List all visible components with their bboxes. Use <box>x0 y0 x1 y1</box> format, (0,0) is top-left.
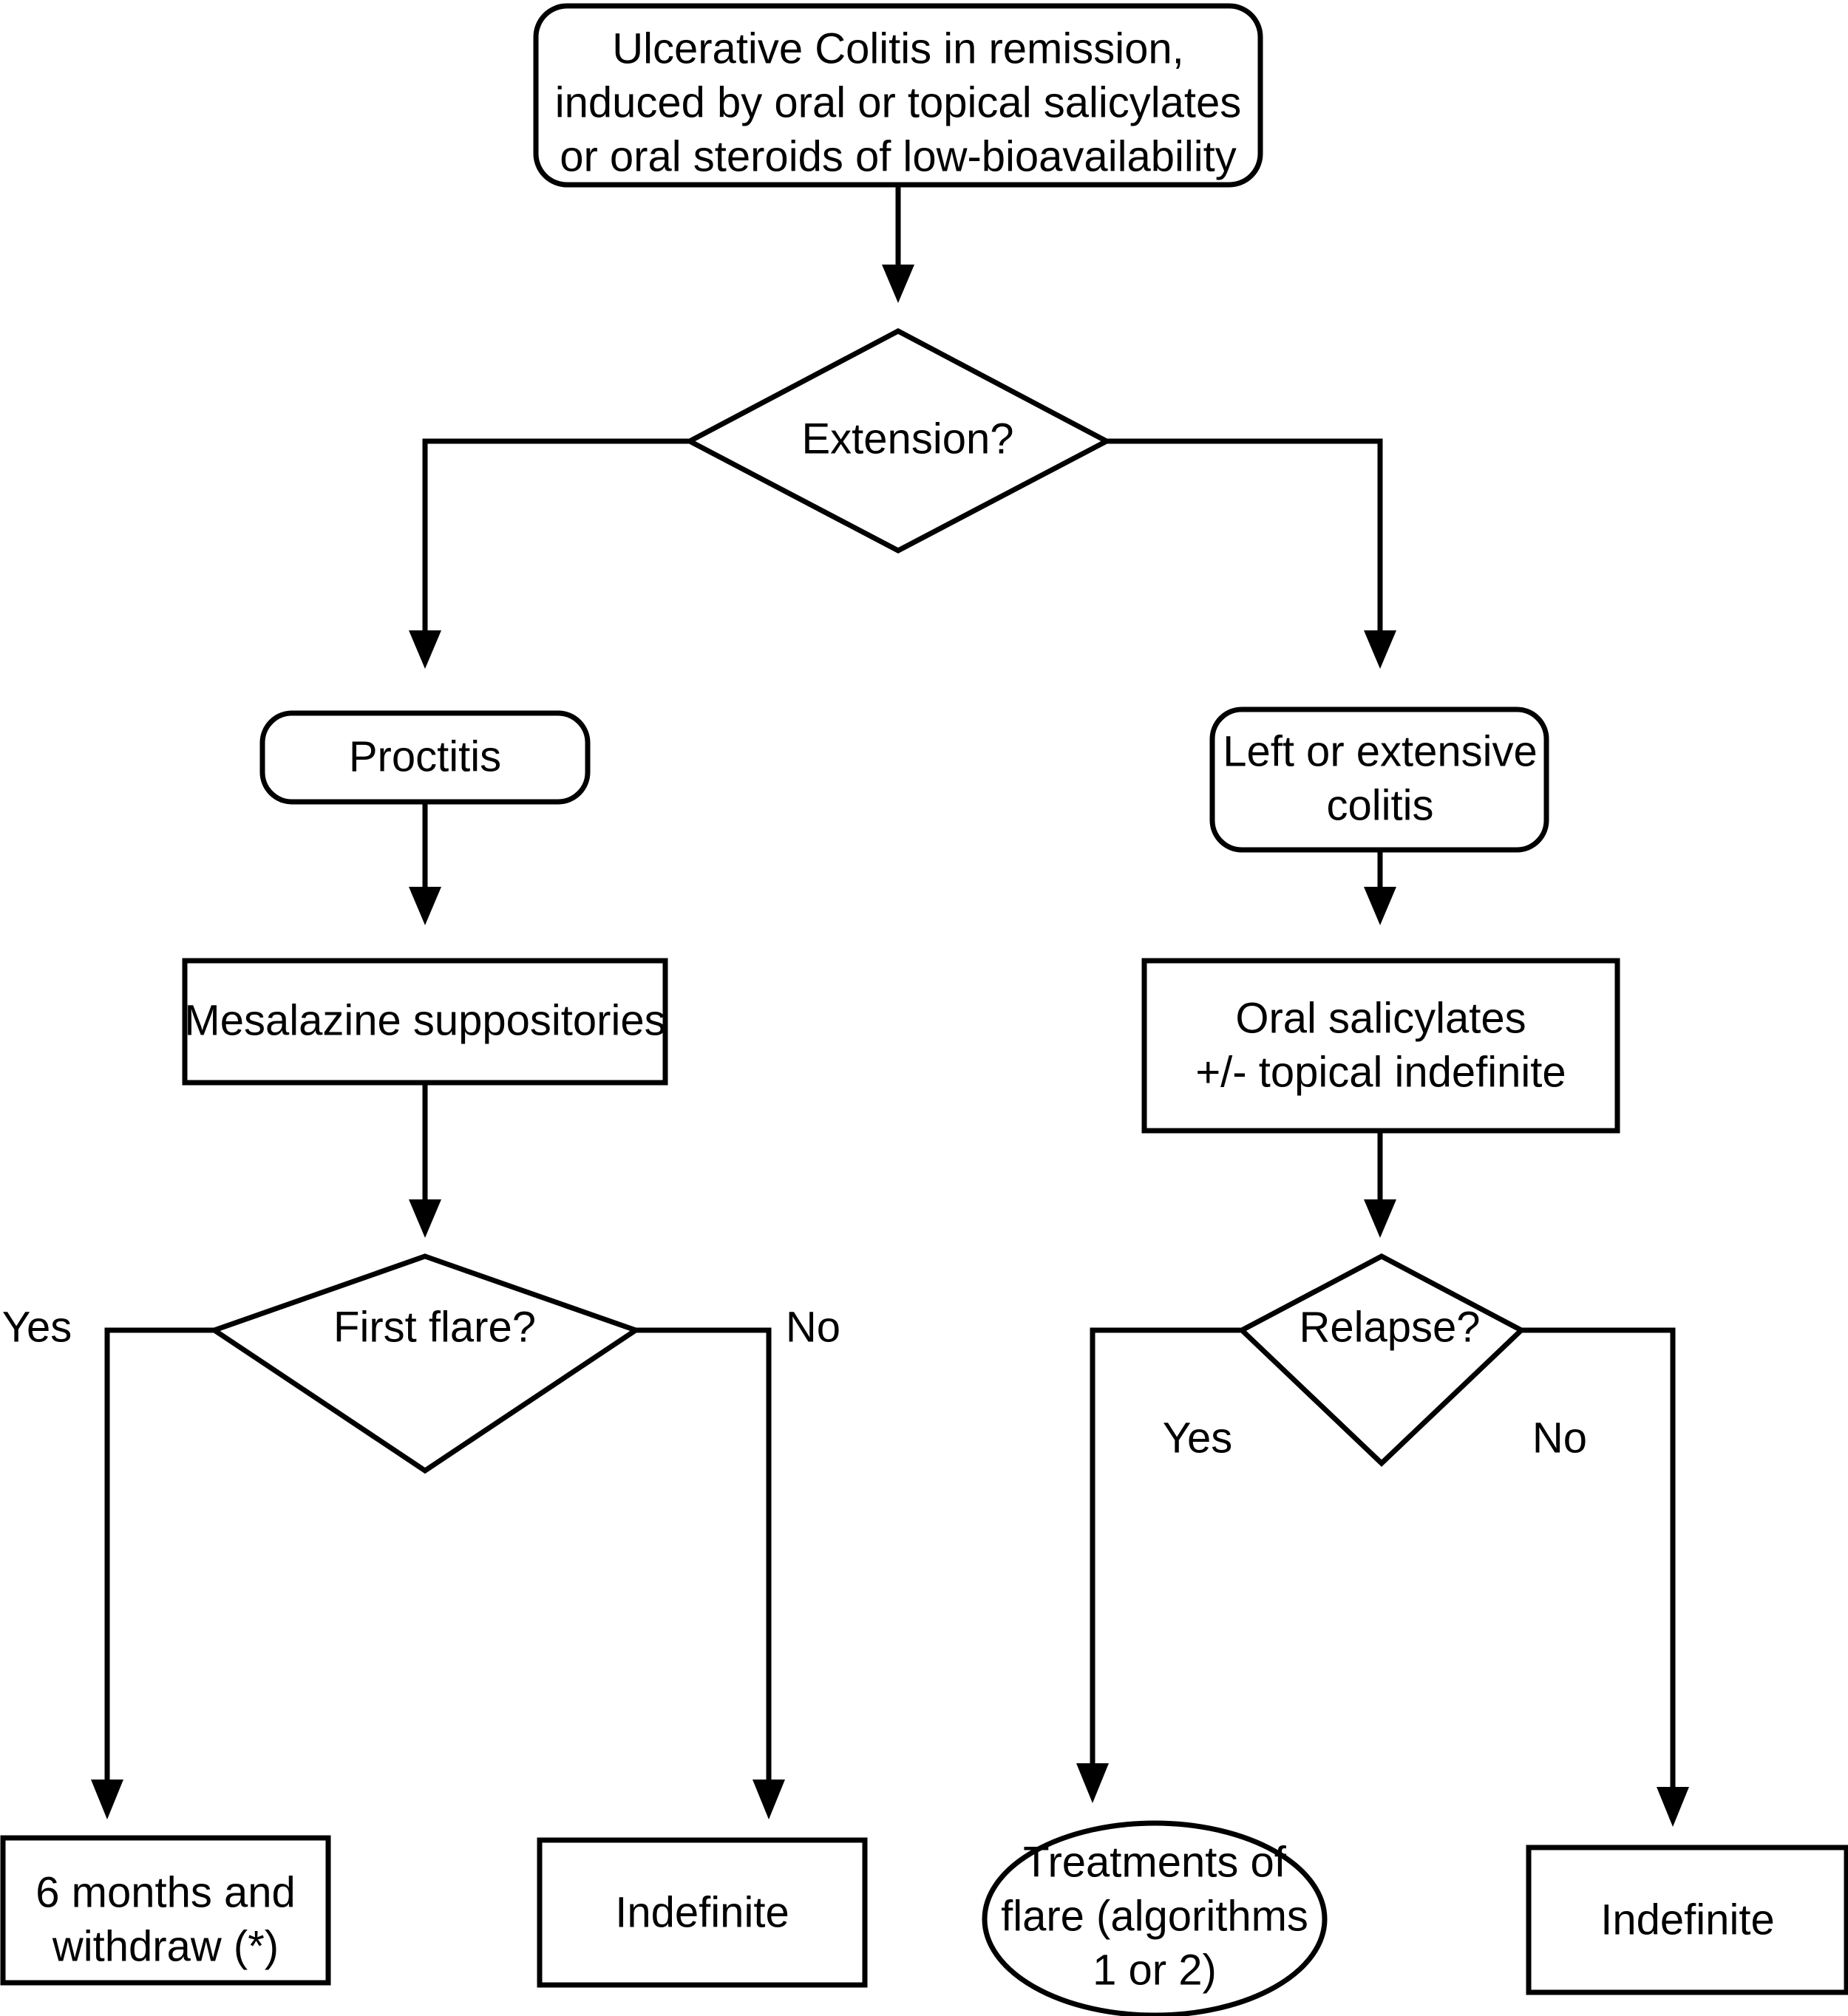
node-extension-decision-shape <box>684 328 1112 554</box>
node-proctitis[interactable]: Proctitis <box>259 710 591 805</box>
edge-first-flare-yes <box>91 1327 214 1819</box>
node-extension-decision-label: Extension? <box>802 415 1014 463</box>
edge-extension-to-proctitis <box>409 438 690 669</box>
node-six-months-withdraw[interactable]: 6 months and withdraw (*) <box>0 1835 331 1986</box>
node-six-months-withdraw-line-2: withdraw (*) <box>52 1922 279 1970</box>
node-start-line-3: or oral steroids of low-bioavailability <box>560 132 1237 180</box>
node-indefinite-left-label: Indefinite <box>615 1888 789 1936</box>
node-six-months-withdraw-line-1: 6 months and <box>35 1868 295 1916</box>
node-oral-salicylates[interactable]: Oral salicylates +/- topical indefinite <box>1141 958 1620 1134</box>
node-start-line-1: Ulcerative Colitis in remission, <box>612 24 1184 72</box>
node-start-line-2: induced by oral or topical salicylates <box>555 78 1241 126</box>
edge-relapse-yes <box>1076 1327 1242 1803</box>
edge-oral-salicylates-to-relapse <box>1364 1131 1396 1238</box>
node-left-extensive-colitis-shape <box>1209 706 1549 853</box>
node-first-flare-decision-shape <box>208 1253 642 1474</box>
arrow-head-icon <box>1076 1763 1109 1803</box>
node-first-flare-decision[interactable]: First flare? <box>208 1253 642 1474</box>
node-first-flare-decision-label: First flare? <box>333 1303 536 1351</box>
node-start[interactable]: Ulcerative Colitis in remission, induced… <box>533 3 1263 188</box>
arrow-head-icon <box>1364 630 1396 669</box>
edge-first-flare-no <box>636 1327 785 1819</box>
edge-label-relapse-no: No <box>1532 1414 1587 1462</box>
arrow-head-icon <box>409 630 441 669</box>
node-relapse-decision-shape <box>1237 1253 1526 1467</box>
node-treatments-of-flare-line-2: flare (algorithms <box>1001 1892 1308 1940</box>
arrow-head-icon <box>753 1780 785 1819</box>
node-proctitis-shape <box>259 710 591 805</box>
arrow-head-icon <box>1364 1199 1396 1238</box>
edge-extension-to-left-extensive-colitis <box>1107 438 1396 669</box>
arrow-head-icon <box>1364 887 1396 925</box>
node-relapse-decision-label: Relapse? <box>1299 1303 1480 1351</box>
node-extension-decision[interactable]: Extension? <box>684 328 1112 554</box>
node-relapse-decision[interactable]: Relapse? <box>1237 1253 1526 1467</box>
edge-label-first-flare-yes: Yes <box>2 1303 72 1351</box>
node-proctitis-label: Proctitis <box>349 732 501 780</box>
edge-colitis-to-oral-salicylates <box>1364 850 1396 925</box>
node-oral-salicylates-line-2: +/- topical indefinite <box>1195 1048 1566 1096</box>
edge-proctitis-to-mesalazine <box>409 802 441 925</box>
node-left-extensive-colitis[interactable]: Left or extensive colitis <box>1209 706 1549 853</box>
node-mesalazine[interactable]: Mesalazine suppositories <box>182 958 668 1086</box>
node-left-extensive-colitis-line-1: Left or extensive <box>1223 727 1538 775</box>
edge-label-first-flare-no: No <box>786 1303 840 1351</box>
arrow-head-icon <box>409 1199 441 1238</box>
edge-start-to-extension <box>882 185 914 303</box>
node-treatments-of-flare-line-3: 1 or 2) <box>1093 1946 1217 1994</box>
node-indefinite-right-label: Indefinite <box>1600 1896 1774 1944</box>
node-six-months-withdraw-shape <box>0 1835 331 1986</box>
node-oral-salicylates-shape <box>1141 958 1620 1134</box>
arrow-head-icon <box>409 887 441 925</box>
node-indefinite-right-shape <box>1526 1845 1848 1995</box>
edge-mesalazine-to-first-flare <box>409 1083 441 1238</box>
node-treatments-of-flare-line-1: Treatments of <box>1023 1838 1287 1886</box>
node-mesalazine-label: Mesalazine suppositories <box>184 996 665 1044</box>
node-oral-salicylates-line-1: Oral salicylates <box>1235 994 1526 1042</box>
node-indefinite-left[interactable]: Indefinite <box>537 1837 868 1988</box>
node-left-extensive-colitis-line-2: colitis <box>1326 781 1433 829</box>
node-treatments-of-flare[interactable]: Treatments of flare (algorithms 1 or 2) <box>982 1820 1328 2016</box>
edge-relapse-no <box>1521 1327 1689 1827</box>
node-mesalazine-shape <box>182 958 668 1086</box>
node-start-shape <box>533 3 1263 188</box>
node-treatments-of-flare-shape <box>982 1820 1328 2016</box>
arrow-head-icon <box>882 265 914 303</box>
node-indefinite-left-shape <box>537 1837 868 1988</box>
node-indefinite-right[interactable]: Indefinite <box>1526 1845 1848 1995</box>
arrow-head-icon <box>91 1780 123 1819</box>
arrow-head-icon <box>1657 1787 1689 1827</box>
edge-label-relapse-yes: Yes <box>1163 1414 1233 1462</box>
